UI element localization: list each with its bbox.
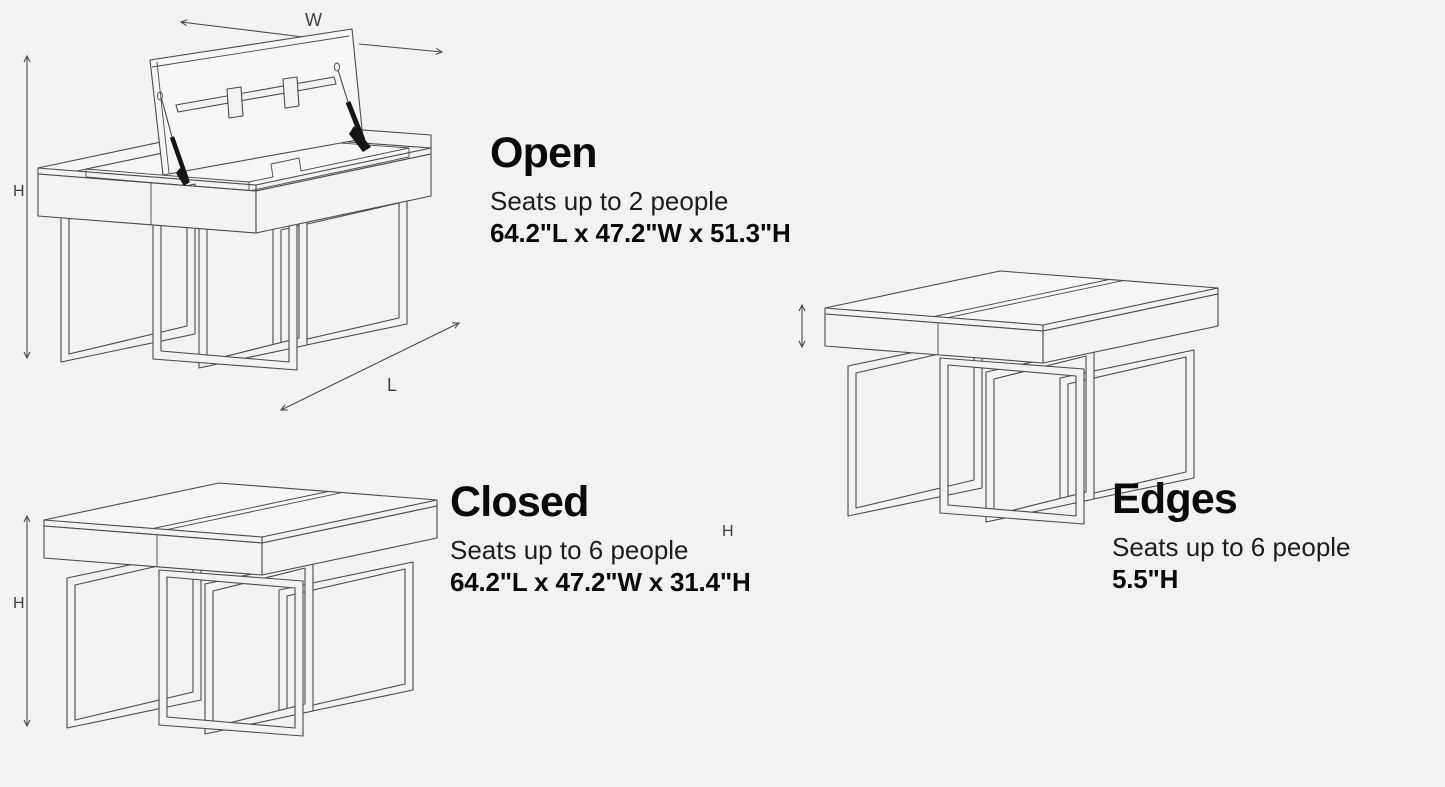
length-dimension-label: L — [387, 375, 397, 395]
closed-variant-seats: Seats up to 6 people — [450, 535, 689, 566]
edges-variant-dimensions: 5.5"H — [1112, 564, 1179, 595]
open-table-drawing — [37, 28, 432, 371]
height-dimension-arrow-closed: H — [13, 514, 31, 728]
edges-variant-title: Edges — [1112, 475, 1238, 523]
edges-variant-seats: Seats up to 6 people — [1112, 532, 1351, 563]
width-dimension-label: W — [305, 10, 322, 30]
rod-bracket — [226, 86, 244, 119]
closed-variant-info: Closed Seats up to 6 people 64.2"L x 47.… — [450, 479, 751, 598]
lid-pivot — [334, 62, 340, 72]
rod-bracket — [282, 76, 300, 109]
open-variant-info: Open Seats up to 2 people 64.2"L x 47.2"… — [490, 130, 791, 249]
closed-table-drawing — [44, 483, 437, 736]
edges-variant-info: Edges Seats up to 6 people 5.5"H — [1112, 476, 1351, 595]
length-dimension-arrow: L — [279, 322, 461, 411]
gas-struts — [161, 69, 371, 186]
closed-variant-dimensions: 64.2"L x 47.2"W x 31.4"H — [450, 567, 751, 598]
width-dimension-arrow: W — [179, 10, 444, 55]
height-dimension-label-closed: H — [13, 595, 25, 612]
height-dimension-arrow-open: H — [13, 54, 31, 360]
open-variant-seats: Seats up to 2 people — [490, 186, 729, 217]
open-variant-dimensions: 64.2"L x 47.2"W x 51.3"H — [490, 218, 791, 249]
lid-pivot — [157, 91, 163, 101]
closed-variant-title: Closed — [450, 478, 589, 526]
open-variant-title: Open — [490, 129, 598, 177]
open-table-lid — [149, 28, 364, 176]
edge-height-dimension-arrow: H — [722, 303, 806, 540]
height-dimension-label-open: H — [13, 183, 25, 200]
edge-height-dimension-label: H — [722, 523, 734, 540]
